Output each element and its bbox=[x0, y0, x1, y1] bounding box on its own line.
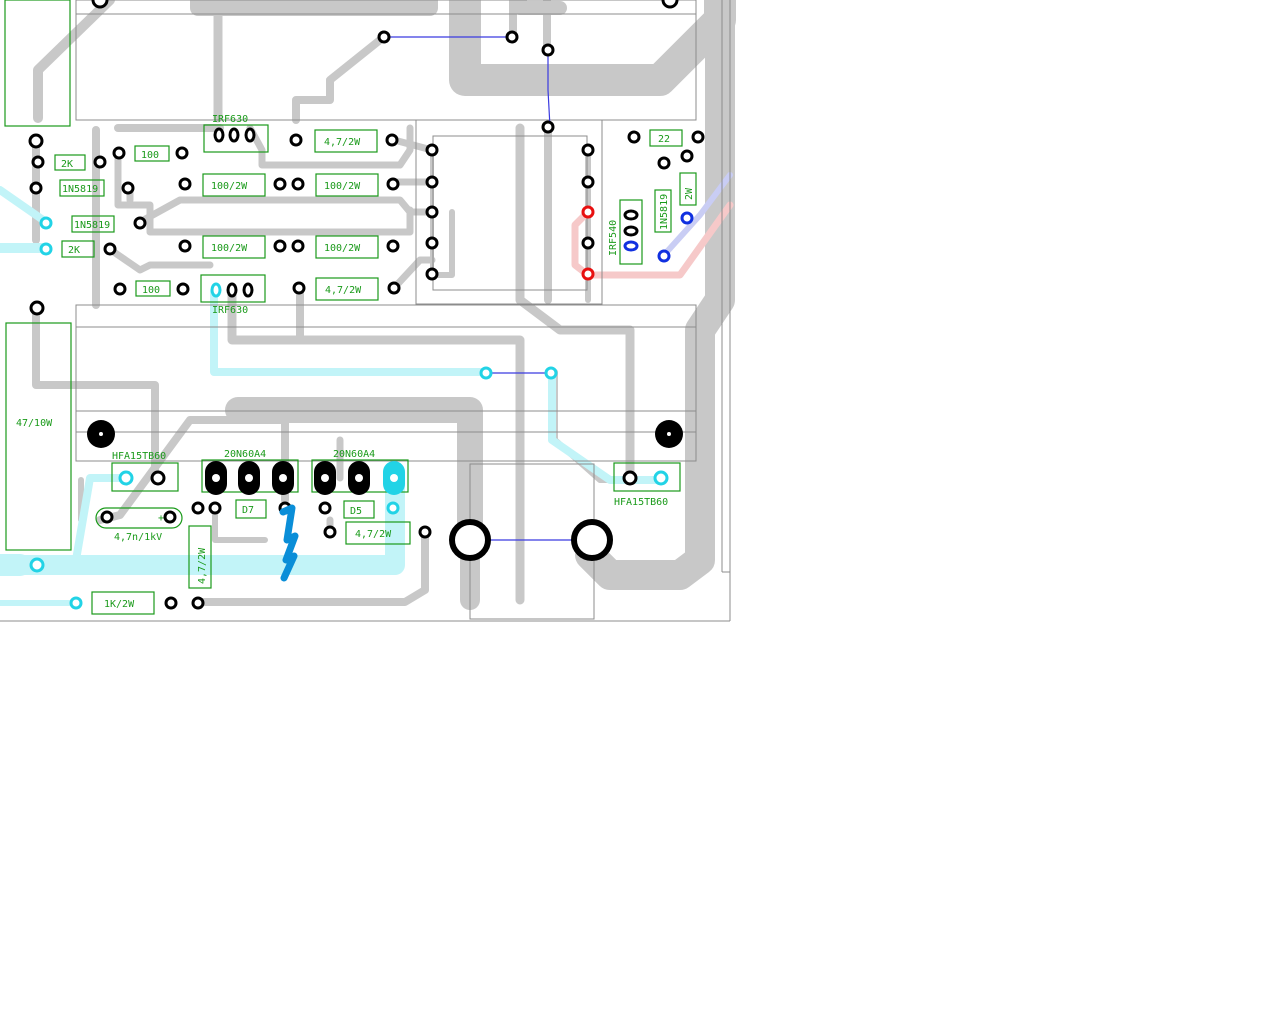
label-irf540: IRF540 bbox=[608, 220, 619, 256]
label-r-100-b: 100 bbox=[142, 285, 160, 296]
silkscreen-labels: IRF630 IRF630 100 100 2K 2K 1N5819 1N581… bbox=[16, 114, 695, 610]
label-d5: D5 bbox=[350, 506, 362, 517]
label-100-2w-4: 100/2W bbox=[324, 243, 361, 254]
jumpers bbox=[384, 36, 592, 541]
label-2w-vertical: 2W bbox=[684, 187, 695, 200]
label-4-7-2w-c: 4,7/2W bbox=[355, 529, 392, 540]
label-1n5819-vertical: 1N5819 bbox=[659, 194, 670, 230]
label-d7: D7 bbox=[242, 505, 254, 516]
label-4-7-2w-a: 4,7/2W bbox=[324, 137, 361, 148]
copper-traces bbox=[32, 0, 736, 610]
transistor-pads bbox=[213, 127, 639, 298]
igbt-pad-holes bbox=[212, 474, 363, 482]
label-1n5819-a: 1N5819 bbox=[62, 184, 98, 195]
igbt-pad-cyan bbox=[383, 461, 405, 495]
label-100-2w-2: 100/2W bbox=[324, 181, 361, 192]
label-hfa-right: HFA15TB60 bbox=[614, 497, 668, 508]
label-irf630-top: IRF630 bbox=[212, 114, 248, 125]
label-hfa-left: HFA15TB60 bbox=[112, 451, 166, 462]
transistor-pads-cyan bbox=[210, 282, 222, 298]
board-outlines bbox=[0, 0, 731, 622]
label-20n60a4-2: 20N60A4 bbox=[333, 449, 375, 460]
pads-cyan bbox=[29, 216, 669, 610]
label-4-7-2w-vertical: 4,7/2W bbox=[197, 547, 208, 584]
transistor-pads-blue bbox=[623, 240, 639, 252]
mounting-hole-centers bbox=[99, 432, 671, 436]
label-r-2k-a: 2K bbox=[61, 159, 73, 170]
pads-blue bbox=[657, 211, 694, 263]
pads-black bbox=[28, 0, 705, 610]
label-r-100-a: 100 bbox=[141, 150, 159, 161]
label-4-7n-1kv: 4,7n/1kV bbox=[114, 532, 162, 543]
label-irf630-bottom: IRF630 bbox=[212, 305, 248, 316]
silkscreen-boxes bbox=[4, 0, 697, 615]
colored-traces bbox=[571, 172, 734, 279]
label-47-10w: 47/10W bbox=[16, 418, 53, 429]
label-cap-plus: + bbox=[158, 513, 164, 524]
label-1k-2w: 1K/2W bbox=[104, 599, 135, 610]
label-r-22: 22 bbox=[658, 134, 670, 145]
label-20n60a4-1: 20N60A4 bbox=[224, 449, 266, 460]
pads-red bbox=[581, 205, 595, 281]
marker-scribble bbox=[279, 504, 299, 582]
igbt-pads bbox=[205, 461, 370, 495]
label-4-7-2w-b: 4,7/2W bbox=[325, 285, 362, 296]
label-100-2w-1: 100/2W bbox=[211, 181, 248, 192]
label-1n5819-b: 1N5819 bbox=[74, 220, 110, 231]
label-r-2k-b: 2K bbox=[68, 245, 80, 256]
label-100-2w-3: 100/2W bbox=[211, 243, 248, 254]
